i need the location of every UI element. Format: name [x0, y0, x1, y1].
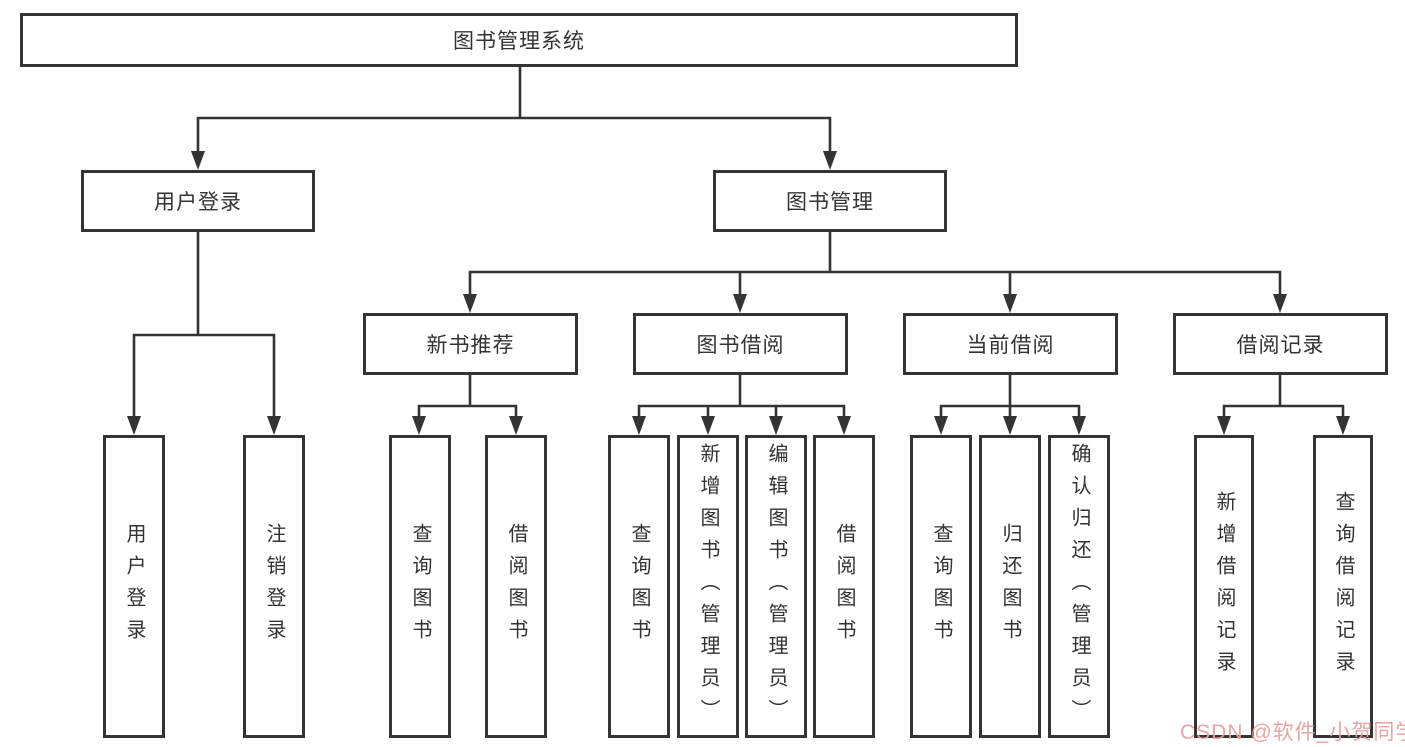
csdn-watermark: CSDN @软件_小贺同学 — [1180, 721, 1405, 744]
node-new-book-rec: 新书推荐 — [363, 313, 578, 375]
node-leaf-confirm-return-admin: 确认归还（管理员） — [1048, 435, 1110, 738]
node-leaf-query-borrow-record: 查询借阅记录 — [1313, 435, 1373, 738]
connector-borrow-record-children — [1217, 375, 1350, 435]
node-leaf-return-book: 归还图书 — [979, 435, 1041, 738]
node-borrow-record: 借阅记录 — [1173, 313, 1388, 375]
connector-root-to-level2 — [191, 67, 837, 170]
node-leaf-add-book-admin: 新增图书（管理员） — [677, 435, 739, 738]
node-user-login: 用户登录 — [81, 170, 315, 232]
node-leaf-borrow-book-rec: 借阅图书 — [485, 435, 547, 738]
connector-book-borrow-children — [632, 375, 851, 435]
node-root: 图书管理系统 — [20, 13, 1018, 67]
node-leaf-query-book-borrow: 查询图书 — [608, 435, 670, 738]
node-leaf-user-login: 用户登录 — [103, 435, 165, 738]
node-current-borrow: 当前借阅 — [903, 313, 1118, 375]
node-leaf-edit-book-admin: 编辑图书（管理员） — [745, 435, 807, 738]
node-leaf-logout: 注销登录 — [243, 435, 305, 738]
connector-new-book-rec-children — [412, 375, 523, 435]
node-book-borrow: 图书借阅 — [633, 313, 848, 375]
connector-user-login-children — [127, 232, 281, 435]
node-leaf-borrow-book-borrow: 借阅图书 — [813, 435, 875, 738]
connector-current-borrow-children — [934, 375, 1086, 435]
node-leaf-add-borrow-record: 新增借阅记录 — [1194, 435, 1254, 738]
node-leaf-query-book-rec: 查询图书 — [389, 435, 451, 738]
node-book-mgmt: 图书管理 — [713, 170, 947, 232]
node-leaf-query-book-current: 查询图书 — [910, 435, 972, 738]
connector-book-mgmt-children — [463, 232, 1287, 313]
